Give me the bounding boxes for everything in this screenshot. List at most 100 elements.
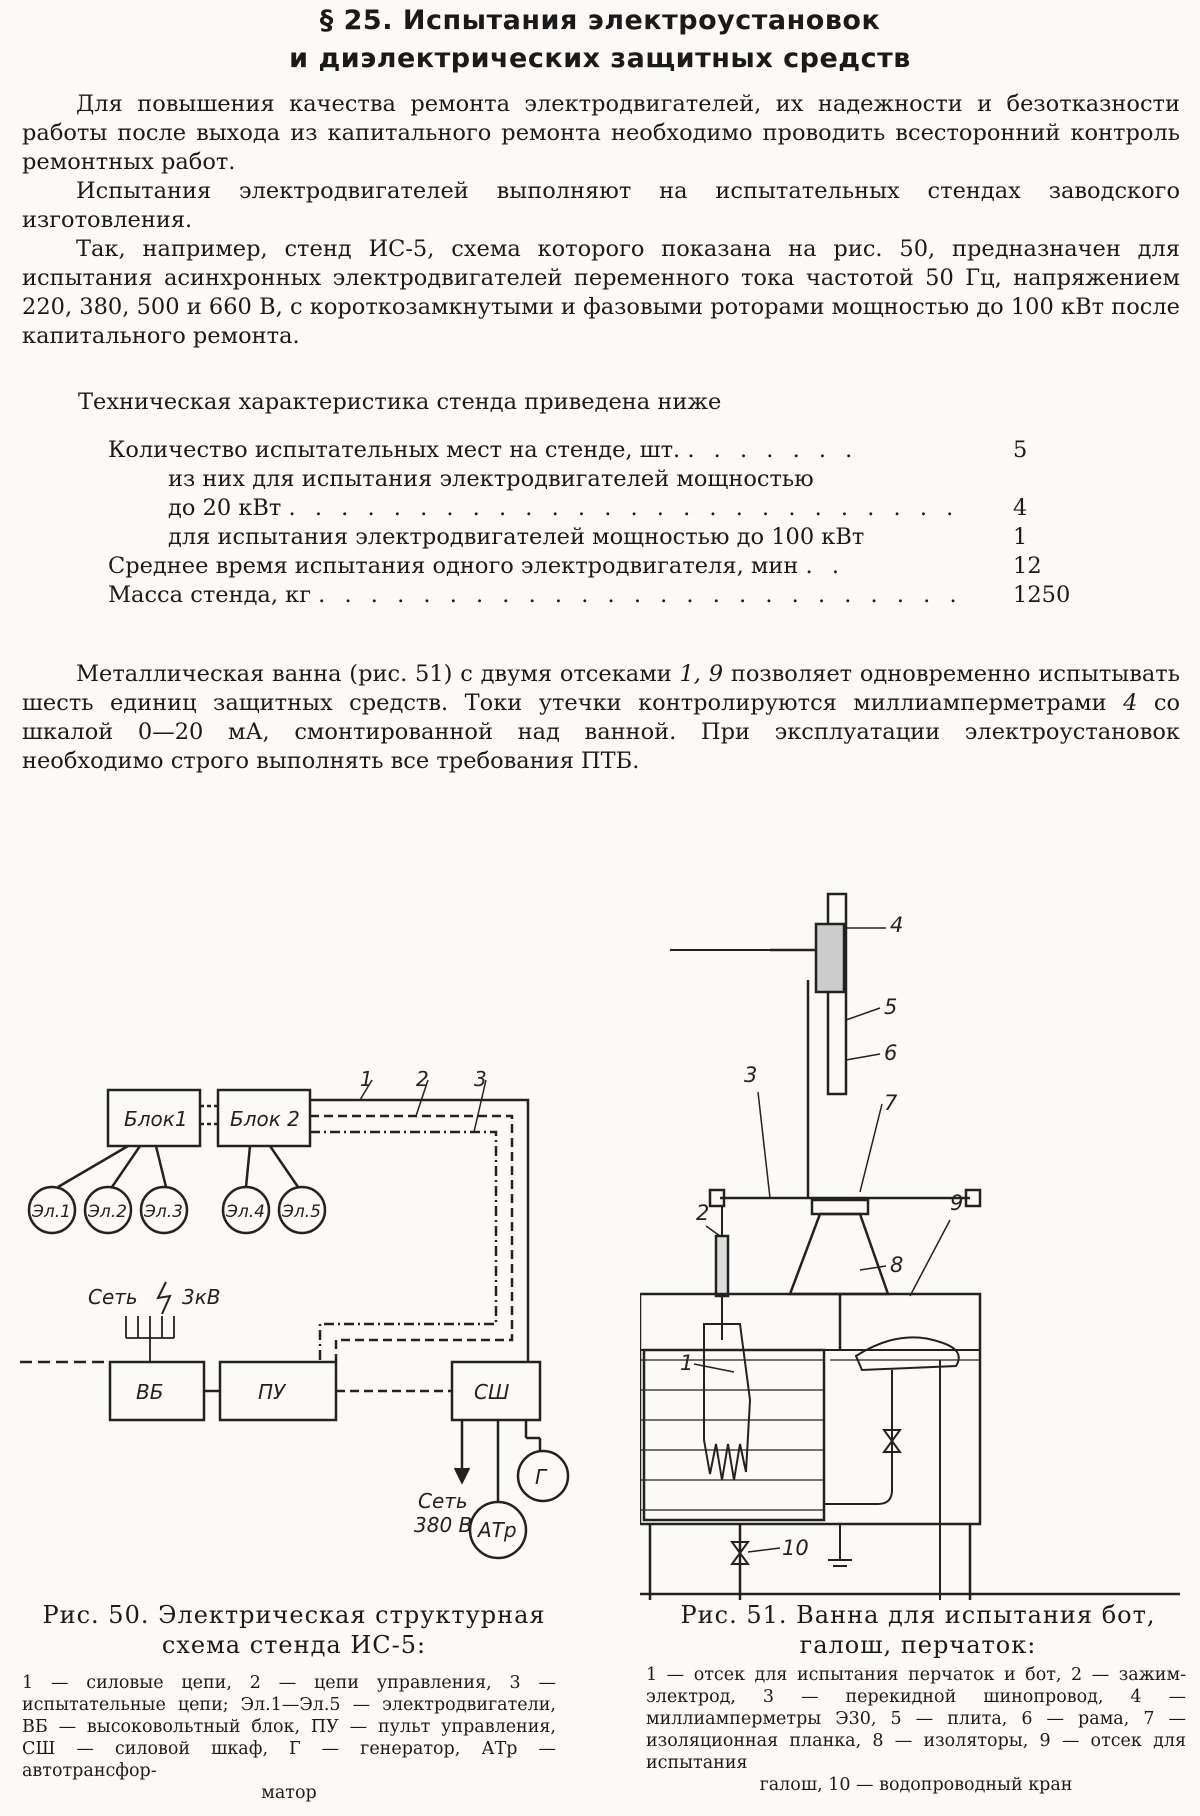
net-lv-label: Сеть	[418, 1489, 468, 1513]
paragraph-4-part: Металлическая ванна (рис. 51) с двумя от…	[76, 661, 680, 687]
motor-3-label: Эл.3	[143, 1202, 183, 1222]
motor-2-icon	[83, 1185, 133, 1235]
motor-2-label: Эл.2	[87, 1202, 127, 1222]
block-1-label: Блок1	[124, 1107, 188, 1131]
drain-valve-icon	[730, 1541, 750, 1565]
net-hv-label: Сеть	[88, 1285, 138, 1309]
figure-51-label-1: 1	[680, 1351, 735, 1375]
block-pu-label: ПУ	[258, 1380, 287, 1404]
section-heading: § 25. Испытания электроустановок и диэле…	[0, 2, 1200, 78]
spec-row: Среднее время испытания одного электродв…	[108, 552, 1108, 581]
figure-50-legend-last-line: матор	[261, 1783, 317, 1803]
generator-icon	[516, 1449, 570, 1503]
figure-51-legend: 1 — отсек для испытания перчаток и бот, …	[646, 1664, 1186, 1796]
generator-label: Г	[535, 1465, 548, 1489]
figure-50-diagram: Блок1 Блок 2 ВБ ПУ СШ Эл.1 Эл.2 Эл.3 Эл.…	[20, 1067, 570, 1560]
block-2	[216, 1088, 312, 1148]
spec-dots: . .	[805, 553, 845, 579]
water-pipe	[824, 1370, 893, 1505]
paragraph-1: Для повышения качества ремонта электродв…	[22, 91, 1180, 175]
galosh-icon	[854, 1336, 960, 1372]
glove-icon	[703, 1323, 752, 1481]
spec-row: из них для испытания электродвигателей м…	[108, 465, 1108, 494]
label-1-text: 1	[680, 1351, 693, 1375]
line-3-test	[310, 1130, 498, 1362]
motor-5-label: Эл.5	[281, 1202, 321, 1222]
label-9: 9	[950, 1191, 963, 1215]
figure-50-legend: 1 — силовые цепи, 2 — цепи управления, 3…	[22, 1672, 556, 1804]
spec-value: 12	[1013, 553, 1042, 579]
frame	[826, 892, 848, 1096]
line-3-number: 3	[474, 1067, 487, 1091]
spec-row: Масса стенда, кг . . . . . . . . . . . .…	[108, 581, 1108, 610]
paragraph-4-ref: 4	[1123, 690, 1138, 716]
line-1-power	[310, 1098, 530, 1362]
figure-50-caption-line-2: схема стенда ИС-5:	[161, 1631, 427, 1659]
spec-label: из них для испытания электродвигателей м…	[168, 466, 814, 492]
spec-value: 1	[1013, 524, 1028, 550]
glove-compartment	[642, 1348, 826, 1522]
figure-51-caption-line-1: Рис. 51. Ванна для испытания бот,	[680, 1601, 1156, 1629]
spec-label: для испытания электродвигателей мощность…	[168, 524, 865, 550]
figure-51-diagram: 4 5 6 7 3 8 9 2 1 10	[640, 892, 1180, 1600]
spec-value: 5	[1013, 437, 1028, 463]
figure-51-caption-line-2: галош, перчаток:	[799, 1631, 1037, 1659]
water-valve-icon	[882, 1429, 902, 1453]
spec-value: 1250	[1013, 582, 1071, 608]
spec-label: Количество испытательных мест на стенде,…	[108, 437, 681, 463]
insulator	[788, 1212, 890, 1296]
figure-51-caption-title: Рис. 51. Ванна для испытания бот, галош,…	[640, 1600, 1196, 1660]
label-6: 6	[884, 1041, 897, 1065]
label-10: 10	[782, 1536, 809, 1560]
label-2: 2	[696, 1201, 709, 1225]
block-2-label: Блок 2	[230, 1107, 300, 1131]
label-7: 7	[884, 1091, 898, 1115]
spec-value: 4	[1013, 495, 1028, 521]
spec-table: Количество испытательных мест на стенде,…	[108, 436, 1108, 610]
spec-dots: . . . . . . . . . . . . . . . . . . . . …	[318, 582, 968, 608]
insulating-plank	[810, 1198, 870, 1216]
spec-label: Среднее время испытания одного электродв…	[108, 553, 799, 579]
paragraph-4-part: позволяет одновременно испытывать шесть …	[22, 661, 1180, 716]
label-5: 5	[884, 995, 897, 1019]
motor-5-icon	[277, 1185, 327, 1235]
spec-row: Количество испытательных мест на стенде,…	[108, 436, 1108, 465]
figure-50-caption-title: Рис. 50. Электрическая структурная схема…	[14, 1600, 574, 1660]
figure-50-caption-line-1: Рис. 50. Электрическая структурная	[42, 1601, 546, 1629]
label-4: 4	[890, 913, 903, 937]
autotransformer-label: АТр	[476, 1518, 517, 1542]
line-2-control	[310, 1114, 514, 1362]
intro-text: Для повышения качества ремонта электродв…	[22, 90, 1180, 351]
spec-label: до 20 кВт	[168, 495, 282, 521]
clamp-electrode	[714, 1234, 730, 1298]
spec-dots: . . . . . . .	[687, 437, 859, 463]
block-ssh-label: СШ	[474, 1380, 509, 1404]
line-2-number: 2	[416, 1067, 429, 1091]
net-lv-voltage: 380 В	[414, 1513, 472, 1537]
arrow-down-icon	[453, 1467, 471, 1485]
lightning-icon	[156, 1281, 172, 1315]
autotransformer-icon	[468, 1500, 528, 1560]
section-heading-line-1: § 25. Испытания электроустановок	[319, 5, 881, 36]
spec-row: до 20 кВт . . . . . . . . . . . . . . . …	[108, 494, 1108, 523]
figure-51-legend-text: 1 — отсек для испытания перчаток и бот, …	[646, 1665, 1186, 1773]
spec-label: Масса стенда, кг	[108, 582, 312, 608]
line-1-number: 1	[360, 1067, 373, 1091]
motor-1-icon	[27, 1185, 77, 1235]
block-1	[106, 1088, 202, 1148]
block-vb-label: ВБ	[136, 1380, 163, 1404]
milliammeter-icon	[814, 922, 846, 994]
paragraph-4-ref: 1, 9	[679, 661, 724, 687]
figure-50-legend-text: 1 — силовые цепи, 2 — цепи управления, 3…	[22, 1673, 556, 1781]
spec-row: для испытания электродвигателей мощность…	[108, 523, 1108, 552]
tank	[640, 1292, 982, 1526]
motor-1-label: Эл.1	[31, 1202, 71, 1222]
motor-4-label: Эл.4	[225, 1202, 265, 1222]
bath-text: Металлическая ванна (рис. 51) с двумя от…	[22, 660, 1180, 776]
paragraph-3: Так, например, стенд ИС-5, схема которог…	[22, 236, 1180, 349]
spec-dots: . . . . . . . . . . . . . . . . . . . . …	[288, 495, 968, 521]
paragraph-4: Металлическая ванна (рис. 51) с двумя от…	[22, 660, 1180, 776]
motor-3-icon	[139, 1185, 189, 1235]
label-3: 3	[744, 1063, 757, 1087]
